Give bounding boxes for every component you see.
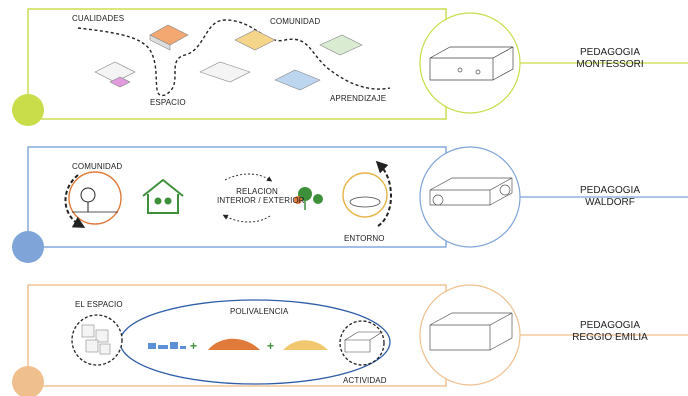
pedagogy-word: PEDAGOGIA <box>579 320 640 331</box>
trees-icon <box>294 187 323 210</box>
label-relacion-interior-exterior: RELACION INTERIOR / EXTERIOR <box>217 187 305 205</box>
pedagogy-name: MONTESSORI <box>576 59 644 70</box>
label-comunidad: COMUNIDAD <box>270 17 321 26</box>
pedagogy-word: PEDAGOGIA <box>579 47 640 58</box>
waldorf-room-model-icon <box>429 177 513 206</box>
waldorf-model-ring <box>419 146 521 248</box>
activity-room-icon <box>343 331 383 353</box>
montessori-tile-3-icon <box>199 61 251 83</box>
pedagogy-word: PEDAGOGIA <box>579 185 640 196</box>
waldorf-accent-dot <box>12 231 44 263</box>
pedagogy-title-montessori: PEDAGOGIA MONTESSORI <box>550 47 670 71</box>
reggio-room-model-icon <box>429 312 513 351</box>
pedagogy-title-waldorf: PEDAGOGIA WALDORF <box>550 185 670 209</box>
reggio-model-ring <box>419 284 521 386</box>
blue-landscape-icon <box>148 342 186 349</box>
montessori-tile-6-icon <box>319 34 363 56</box>
pedagogy-title-reggio: PEDAGOGIA REGGIO EMILIA <box>550 320 670 344</box>
orange-hill-icon <box>208 338 260 350</box>
reggio-activity-circle <box>339 320 385 366</box>
waldorf-environment-arrow <box>375 160 392 227</box>
reggio-accent-dot <box>12 366 44 396</box>
waldorf-relation-arrow-top <box>224 173 273 182</box>
montessori-tile-1-icon <box>149 24 189 51</box>
label-polivalencia: POLIVALENCIA <box>230 307 289 316</box>
house-family-icon <box>142 178 184 214</box>
blocks-icon <box>81 324 111 355</box>
pedagogy-name: REGGIO EMILIA <box>572 332 648 343</box>
waldorf-community-arrow <box>64 174 86 228</box>
relacion-line-1: RELACION <box>236 187 278 196</box>
waldorf-relation-arrow-bottom <box>222 214 271 223</box>
waldorf-community-circle <box>68 171 122 225</box>
montessori-accent-dot <box>12 94 44 126</box>
pedagogy-name: WALDORF <box>585 197 635 208</box>
section-reggio: + + <box>12 284 688 396</box>
label-cualidades: CUALIDADES <box>72 14 125 23</box>
landscape-icon <box>349 196 381 208</box>
plus-icon: + <box>267 339 274 353</box>
montessori-model-ring <box>419 12 521 114</box>
label-entorno: ENTORNO <box>344 234 385 243</box>
montessori-tile-5-icon <box>274 69 321 91</box>
label-comunidad: COMUNIDAD <box>72 162 123 171</box>
montessori-tile-2-icon <box>94 61 136 88</box>
sand-hill-icon <box>283 340 328 350</box>
label-aprendizaje: APRENDIZAJE <box>330 94 387 103</box>
montessori-tile-4-icon <box>234 29 276 51</box>
montessori-room-model-icon <box>429 46 514 81</box>
tree-icon <box>72 187 118 213</box>
label-el-espacio: EL ESPACIO <box>75 300 123 309</box>
section-waldorf <box>12 146 688 263</box>
montessori-learning-path <box>77 19 391 97</box>
label-espacio: ESPACIO <box>150 98 186 107</box>
waldorf-environment-circle <box>342 172 388 218</box>
plus-icon: + <box>190 339 197 353</box>
label-actividad: ACTIVIDAD <box>343 376 387 385</box>
relacion-line-2: INTERIOR / EXTERIOR <box>217 196 305 205</box>
section-montessori <box>12 8 688 126</box>
